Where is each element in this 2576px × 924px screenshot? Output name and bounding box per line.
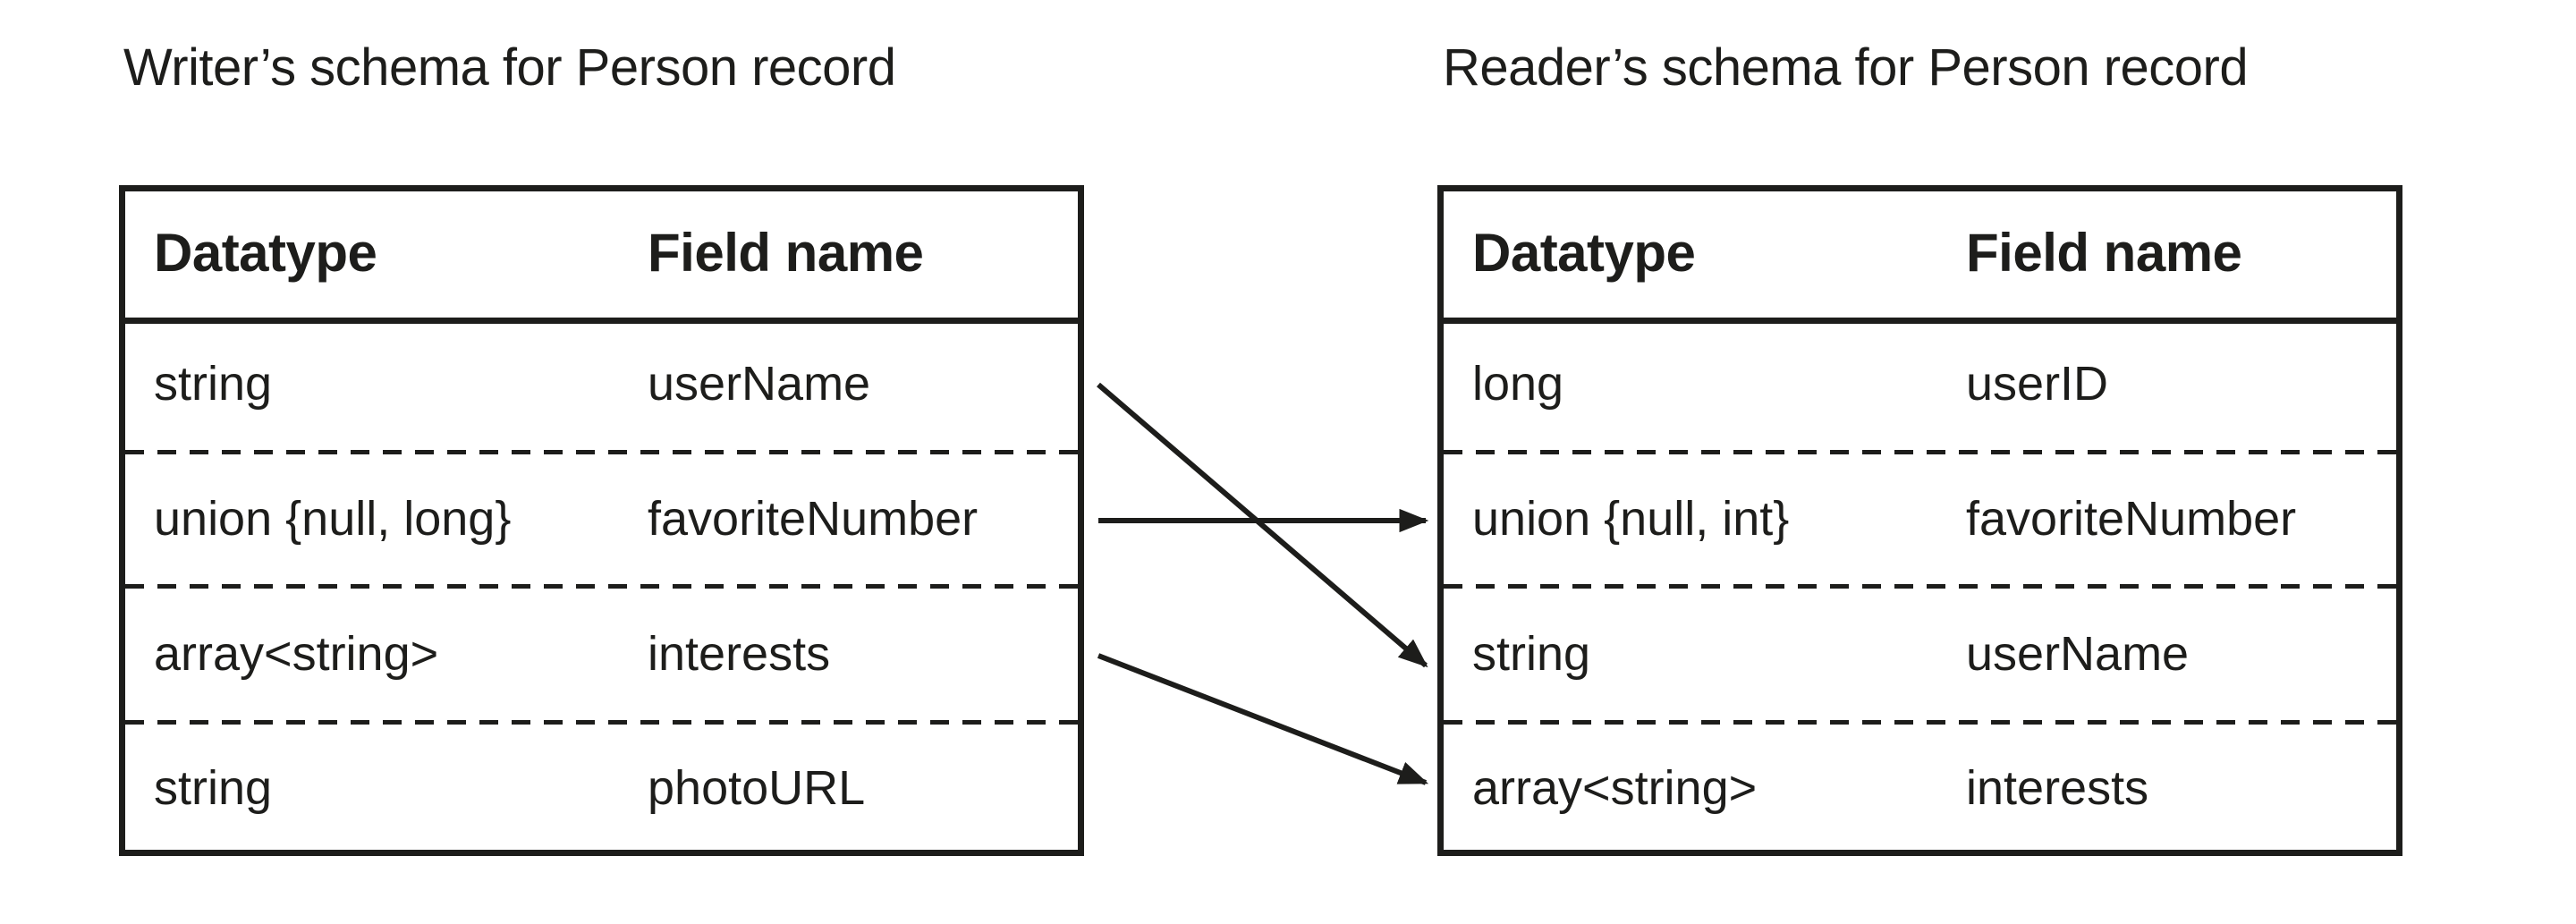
writer-col-header-field-name: Field name	[648, 222, 924, 283]
reader-col-header-field-name: Field name	[1966, 222, 2242, 283]
reader-header-separator	[1444, 318, 2396, 324]
writer-row4-datatype: string	[154, 760, 273, 815]
writer-row-divider-1	[125, 450, 1078, 454]
writer-row3-datatype: array<string>	[154, 626, 439, 681]
reader-col-header-datatype: Datatype	[1472, 222, 1696, 283]
reader-row-divider-3	[1444, 720, 2396, 725]
reader-row3-field: userName	[1966, 626, 2190, 681]
writer-row1-field: userName	[648, 356, 871, 411]
writer-row2-field: favoriteNumber	[648, 491, 979, 546]
writer-schema-table: Datatype Field name string userName unio…	[119, 185, 1084, 856]
reader-row-divider-1	[1444, 450, 2396, 454]
reader-row2-datatype: union {null, int}	[1472, 491, 1790, 546]
reader-row3-datatype: string	[1472, 626, 1591, 681]
arrow-interests-mapping	[1097, 653, 1429, 785]
reader-row4-datatype: array<string>	[1472, 760, 1758, 815]
writer-row-divider-2	[125, 584, 1078, 589]
writer-col-header-datatype: Datatype	[154, 222, 377, 283]
writer-row3-field: interests	[648, 626, 831, 681]
reader-row1-datatype: long	[1472, 356, 1564, 411]
writer-header-separator	[125, 318, 1078, 324]
reader-row4-field: interests	[1966, 760, 2149, 815]
reader-row-divider-2	[1444, 584, 2396, 589]
writer-row2-datatype: union {null, long}	[154, 491, 512, 546]
arrow-username-mapping	[1097, 382, 1428, 668]
reader-schema-table: Datatype Field name long userID union {n…	[1437, 185, 2402, 856]
writer-row4-field: photoURL	[648, 760, 866, 815]
reader-schema-title: Reader’s schema for Person record	[1443, 38, 2249, 97]
reader-row1-field: userID	[1966, 356, 2109, 411]
writer-row-divider-3	[125, 720, 1078, 725]
reader-row2-field: favoriteNumber	[1966, 491, 2297, 546]
writer-schema-title: Writer’s schema for Person record	[123, 38, 896, 97]
writer-row1-datatype: string	[154, 356, 273, 411]
